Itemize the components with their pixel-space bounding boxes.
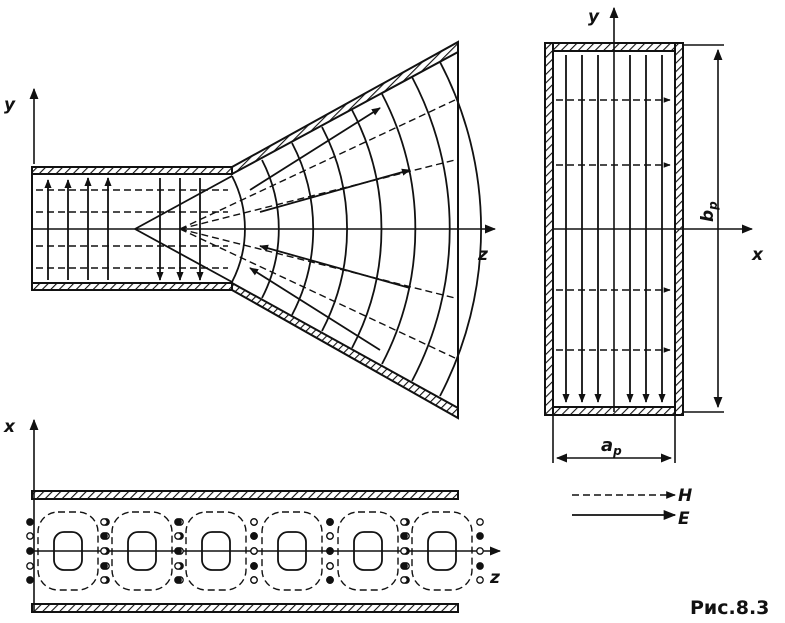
horn-y-label: y [4, 95, 16, 115]
h-field-loop-outer [337, 511, 399, 591]
e-field-dot [476, 532, 484, 540]
e-field-dot [26, 547, 34, 555]
h-field-loop-inner [201, 531, 231, 571]
e-field-dot [326, 518, 334, 526]
e-field-dot [400, 518, 408, 526]
plan-x-label: x [3, 417, 16, 437]
e-field-dot [174, 576, 182, 584]
e-field-dot [250, 547, 258, 555]
e-field-dot [100, 532, 108, 540]
cross-x-label: x [751, 245, 764, 265]
e-field-dot [26, 576, 34, 584]
e-field-dot [326, 576, 334, 584]
h-field-loop-inner [53, 531, 83, 571]
e-field-dot [326, 547, 334, 555]
figure-caption: Рис.8.3 [690, 597, 769, 619]
h-field-loop-outer [185, 511, 247, 591]
height-dimension-label: bp [698, 201, 720, 222]
e-field-dot [100, 562, 108, 570]
e-field-dot [174, 562, 182, 570]
cross-y-label: y [588, 7, 600, 27]
plan-bottom-wall [31, 603, 459, 613]
plan-view: x z [3, 417, 502, 613]
h-field-loop-outer [261, 511, 323, 591]
e-field-dot [400, 576, 408, 584]
h-field-loop-inner [127, 531, 157, 571]
e-field-dot [100, 547, 108, 555]
e-field-dot [174, 518, 182, 526]
e-field-dot [476, 562, 484, 570]
e-field-dot [174, 547, 182, 555]
legend-h-label: H [678, 486, 692, 506]
e-field-dot [400, 547, 408, 555]
e-field-dot [100, 518, 108, 526]
e-field-dot [326, 532, 334, 540]
e-field-dot [26, 518, 34, 526]
legend: H E [572, 486, 692, 529]
width-dimension-label: ap [601, 435, 622, 458]
h-field-loop-inner [427, 531, 457, 571]
e-field-dot [250, 518, 258, 526]
e-field-dot [476, 518, 484, 526]
plan-field-cells [26, 511, 484, 591]
e-field-dot [250, 532, 258, 540]
e-field-dot [26, 562, 34, 570]
h-field-loop-outer [37, 511, 99, 591]
legend-e-label: E [678, 509, 690, 529]
h-field-loop-inner [353, 531, 383, 571]
e-field-dot [400, 562, 408, 570]
e-field-dot [326, 562, 334, 570]
plan-top-wall [31, 490, 459, 500]
plan-z-label: z [489, 568, 500, 588]
e-field-dot [174, 532, 182, 540]
h-field-loop-outer [411, 511, 473, 591]
cross-section-view: y x bp ap [544, 6, 764, 463]
horn-longitudinal-view: y z [4, 40, 497, 420]
h-field-loop-outer [111, 511, 173, 591]
horn-z-label: z [477, 245, 488, 265]
e-field-dot [26, 532, 34, 540]
h-field-loop-inner [277, 531, 307, 571]
e-field-dot [476, 547, 484, 555]
e-field-dot [250, 562, 258, 570]
e-field-dot [250, 576, 258, 584]
e-field-dot [100, 576, 108, 584]
e-field-dot [476, 576, 484, 584]
e-field-dot [400, 532, 408, 540]
